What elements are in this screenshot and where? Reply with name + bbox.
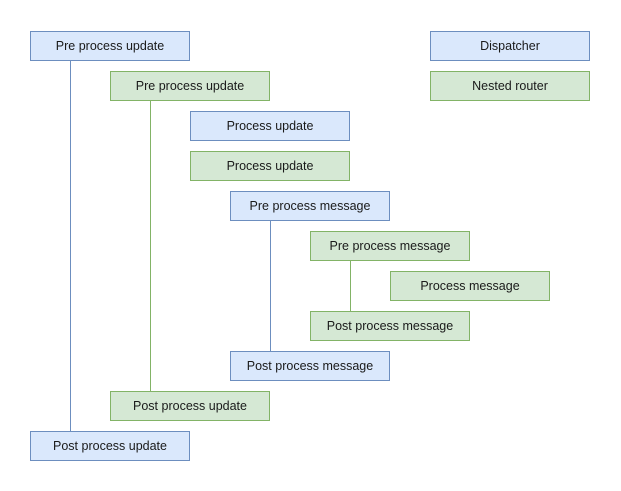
node-pre-process-update-dispatcher[interactable]: Pre process update bbox=[30, 31, 190, 61]
connector-outer-router bbox=[150, 101, 151, 391]
node-post-process-message-dispatcher[interactable]: Post process message bbox=[230, 351, 390, 381]
node-post-process-update-dispatcher[interactable]: Post process update bbox=[30, 431, 190, 461]
node-process-update-router[interactable]: Process update bbox=[190, 151, 350, 181]
node-pre-process-message-dispatcher[interactable]: Pre process message bbox=[230, 191, 390, 221]
node-post-process-update-router[interactable]: Post process update bbox=[110, 391, 270, 421]
connector-inner-router bbox=[350, 261, 351, 311]
node-process-update-dispatcher[interactable]: Process update bbox=[190, 111, 350, 141]
connector-outer-dispatcher bbox=[70, 61, 71, 431]
legend-item-nested-router[interactable]: Nested router bbox=[430, 71, 590, 101]
connector-inner-dispatcher bbox=[270, 221, 271, 351]
legend-item-dispatcher[interactable]: Dispatcher bbox=[430, 31, 590, 61]
node-process-message-router[interactable]: Process message bbox=[390, 271, 550, 301]
node-pre-process-update-router[interactable]: Pre process update bbox=[110, 71, 270, 101]
node-pre-process-message-router[interactable]: Pre process message bbox=[310, 231, 470, 261]
node-post-process-message-router[interactable]: Post process message bbox=[310, 311, 470, 341]
